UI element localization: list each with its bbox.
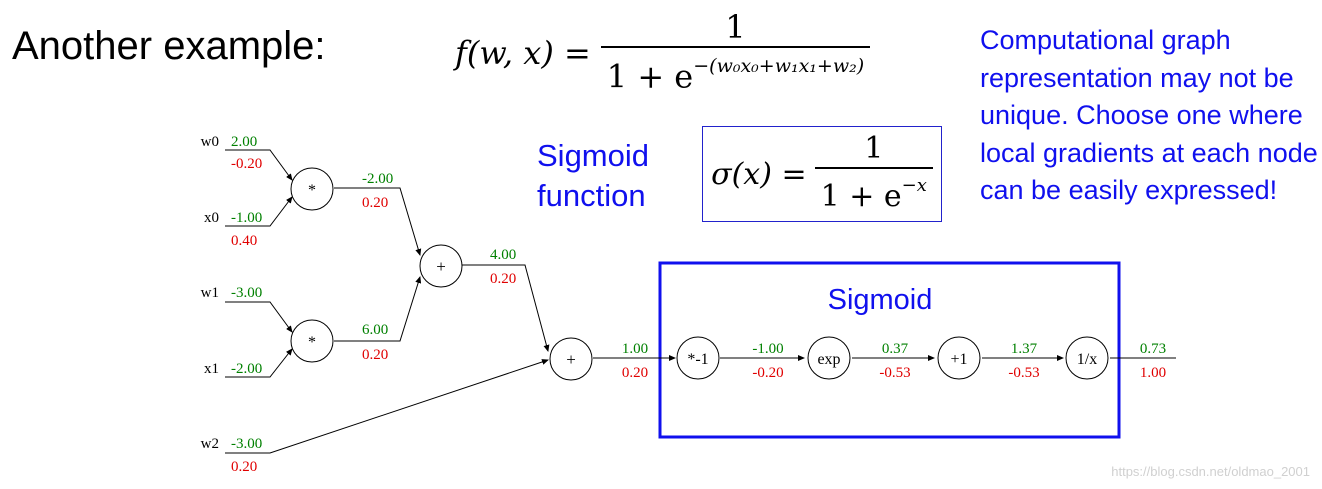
- node-op-add1: +: [566, 350, 576, 369]
- edge-add0-add1: [462, 264, 550, 352]
- edge-grad-neg: -0.20: [752, 365, 783, 381]
- sigmoid-formula-box: σ(x) = 1 1 + e−x: [702, 126, 942, 222]
- node-op-exp: exp: [817, 351, 840, 368]
- node-op-inv: 1/x: [1077, 351, 1097, 368]
- input-line-x1: [225, 348, 293, 378]
- node-op-add0: +: [436, 257, 446, 276]
- sigmoid-formula-exponent: −x: [901, 174, 927, 196]
- edge-grad-mul0: 0.20: [362, 195, 388, 211]
- formula-fraction: 1 1 + e−(w₀x₀+w₁x₁+w₂): [600, 7, 871, 99]
- input-grad-w0: -0.20: [231, 156, 262, 172]
- formula-denominator: 1 + e−(w₀x₀+w₁x₁+w₂): [601, 48, 870, 99]
- edge-value-neg: -1.00: [752, 341, 783, 357]
- edge-grad-add0: 0.20: [490, 271, 516, 287]
- fraction-bar: [600, 45, 871, 48]
- input-name-w1: w1: [201, 285, 219, 301]
- annotation-note: Computational graph representation may n…: [980, 25, 1318, 205]
- slide-title: Another example:: [12, 24, 326, 68]
- formula-exponent: −(w₀x₀+w₁x₁+w₂): [693, 54, 865, 77]
- node-add0: +: [419, 244, 463, 288]
- edge-mul1-add0: [334, 276, 422, 342]
- edge-value-add1: 1.00: [622, 341, 648, 357]
- node-op-neg: *-1: [687, 351, 708, 368]
- edge-value-output: 0.73: [1140, 341, 1166, 357]
- node-add1: +: [549, 337, 593, 381]
- sigmoid-group-box: [658, 261, 1121, 439]
- node-op-mul0: *: [308, 182, 316, 199]
- sigmoid-formula-numerator: 1: [864, 130, 884, 166]
- input-line-w1: [225, 301, 293, 333]
- input-grad-w2: 0.20: [231, 459, 257, 475]
- edge-value-mul1: 6.00: [362, 322, 388, 338]
- edge-grad-plus1: -0.53: [1008, 365, 1039, 381]
- input-value-w1: -3.00: [231, 285, 262, 301]
- edge-mul0-add0: [334, 187, 422, 256]
- edge-grad-add1: 0.20: [622, 365, 648, 381]
- sigmoid-group-title: Sigmoid: [828, 284, 933, 316]
- input-name-w0: w0: [201, 134, 219, 150]
- node-neg: *-1: [676, 336, 720, 380]
- node-op-plus1: +1: [950, 351, 967, 368]
- input-name-x0: x0: [204, 210, 219, 226]
- input-value-w2: -3.00: [231, 436, 262, 452]
- input-value-x1: -2.00: [231, 361, 262, 377]
- node-inv: 1/x: [1065, 336, 1109, 380]
- formula-numerator: 1: [725, 7, 746, 46]
- sigmoid-formula-fraction: 1 1 + e−x: [814, 130, 933, 218]
- sigmoid-function-label: Sigmoid function: [537, 138, 649, 213]
- input-name-w2: w2: [201, 436, 219, 452]
- edge-value-mul0: -2.00: [362, 171, 393, 187]
- input-value-w0: 2.00: [231, 134, 257, 150]
- edge-grad-mul1: 0.20: [362, 347, 388, 363]
- node-mul0: *: [290, 167, 334, 211]
- input-line-w2: [225, 359, 549, 454]
- edge-value-add0: 4.00: [490, 247, 516, 263]
- edge-grad-output: 1.00: [1140, 365, 1166, 381]
- watermark: https://blog.csdn.net/oldmao_2001: [1111, 464, 1310, 479]
- edge-grad-exp: -0.53: [879, 365, 910, 381]
- node-mul1: *: [290, 319, 334, 363]
- input-grad-x0: 0.40: [231, 233, 257, 249]
- node-op-mul1: *: [308, 334, 316, 351]
- node-exp: exp: [807, 336, 851, 380]
- input-value-x0: -1.00: [231, 210, 262, 226]
- node-plus1: +1: [937, 336, 981, 380]
- input-name-x1: x1: [204, 361, 219, 377]
- sigmoid-formula-denominator: 1 + e−x: [815, 169, 933, 218]
- formula-lhs: f(w, x) =: [455, 34, 591, 72]
- input-line-w0: [225, 149, 293, 181]
- sigmoid-formula-lhs: σ(x) =: [711, 156, 807, 192]
- formula-denominator-base: 1 + e: [606, 57, 694, 96]
- edge-value-plus1: 1.37: [1011, 341, 1038, 357]
- sigmoid-fraction-bar: [814, 166, 933, 169]
- edge-value-exp: 0.37: [882, 341, 909, 357]
- input-line-x0: [225, 196, 293, 227]
- main-formula: f(w, x) = 1 1 + e−(w₀x₀+w₁x₁+w₂): [455, 7, 871, 99]
- sigmoid-formula-denominator-base: 1 + e: [820, 178, 902, 214]
